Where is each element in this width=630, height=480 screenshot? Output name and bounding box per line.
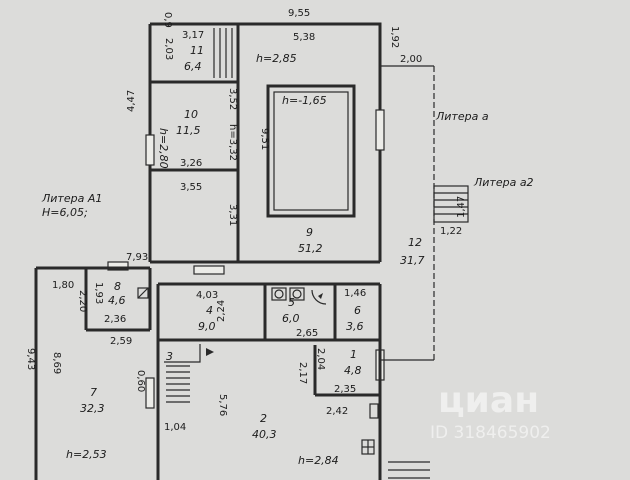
room-6-number: 6 [354, 304, 361, 317]
stairs-litera-a2 [433, 185, 469, 223]
dim-9-51: 9,51 [259, 128, 270, 150]
dim-2-65: 2,65 [296, 328, 318, 339]
litera-a1-height: H=6,05; [42, 206, 88, 219]
room-2-area: 40,3 [252, 428, 277, 441]
room-8-number: 8 [114, 280, 121, 293]
dim-0-9: 0,9 [162, 12, 173, 28]
litera-a-label: Литера а [435, 110, 489, 123]
dim-2-04: 2,04 [315, 348, 326, 370]
dim-h-3-32: h=3,32 [227, 124, 238, 161]
room-10-height: h=2,80 [157, 128, 170, 169]
room-7-number: 7 [90, 386, 97, 399]
dim-3-31: 3,31 [227, 204, 238, 226]
pool-outline [266, 84, 356, 218]
dim-3-17: 3,17 [182, 30, 204, 41]
room-8-area: 4,6 [108, 294, 126, 307]
room-1-number: 1 [350, 348, 357, 361]
dim-1-46: 1,46 [344, 288, 366, 299]
room-9-height: h=2,85 [256, 52, 297, 65]
dim-8-69: 8,69 [51, 352, 62, 374]
cian-watermark: циан ID 318465902 [430, 380, 551, 443]
room-7-height: h=2,53 [66, 448, 107, 461]
room-2-height: h=2,84 [298, 454, 339, 467]
dim-7-93: 7,93 [126, 252, 148, 263]
dim-2-59: 2,59 [110, 336, 132, 347]
dim-2-03: 2,03 [163, 38, 174, 60]
exterior-steps [388, 461, 430, 479]
watermark-brand: циан [438, 380, 539, 421]
room-9-number: 9 [306, 226, 313, 239]
dim-1-47: 1,47 [456, 196, 467, 218]
plumbing-fixtures [137, 287, 379, 455]
litera-a2-label: Литера а2 [473, 176, 534, 189]
room-3-number: 3 [166, 350, 173, 363]
dim-3-55: 3,55 [180, 182, 202, 193]
dim-2-24: 2,24 [216, 300, 227, 322]
stairs-room-11 [213, 28, 233, 78]
room-labels: 11 6,4 h=2,85 h=-1,65 10 11,5 h=2,80 9 5… [66, 44, 425, 467]
dim-5-76: 5,76 [217, 394, 228, 416]
dim-1-93: 1,93 [93, 282, 104, 304]
dim-2-35: 2,35 [334, 384, 356, 395]
dim-2-20: 2,20 [77, 290, 88, 312]
room-7-area: 32,3 [80, 402, 105, 415]
room-11-area: 6,4 [184, 60, 202, 73]
dim-2-17: 2,17 [297, 362, 308, 384]
dim-3-26: 3,26 [180, 158, 202, 169]
room-4-area: 9,0 [198, 320, 216, 333]
dim-4-47: 4,47 [126, 90, 137, 112]
room-1-area: 4,8 [344, 364, 362, 377]
lower-block-walls [34, 266, 382, 480]
room-9-pool-height: h=-1,65 [282, 94, 327, 107]
dim-1-92: 1,92 [389, 26, 400, 48]
dim-2-00: 2,00 [400, 54, 422, 65]
stairs-room-3 [164, 344, 214, 403]
dim-1-22: 1,22 [440, 226, 462, 237]
dim-9-43: 9,43 [25, 348, 36, 370]
dimension-labels: 0,9 9,55 5,38 1,92 2,00 3,17 2,03 4,47 3… [25, 8, 467, 433]
upper-block-walls [148, 22, 382, 264]
dim-1-04: 1,04 [164, 422, 186, 433]
watermark-id: ID 318465902 [430, 423, 551, 443]
room-11-number: 11 [190, 44, 204, 57]
dim-5-38: 5,38 [293, 32, 315, 43]
room-4-number: 4 [206, 304, 213, 317]
room-10-number: 10 [184, 108, 198, 121]
dim-9-55: 9,55 [288, 8, 310, 19]
room-5-number: 5 [288, 296, 295, 309]
room-10-area: 11,5 [176, 124, 201, 137]
litera-labels: Литера а Литера а2 Литера А1 H=6,05; [41, 110, 534, 219]
room-12-area: 31,7 [400, 254, 425, 267]
room-12-number: 12 [408, 236, 422, 249]
pool-inner-outline [273, 91, 349, 211]
dim-1-80: 1,80 [52, 280, 74, 291]
litera-a1-label: Литера А1 [41, 192, 102, 205]
dim-3-52: 3,52 [227, 88, 238, 110]
dim-4-03: 4,03 [196, 290, 218, 301]
room-6-area: 3,6 [346, 320, 364, 333]
room-5-area: 6,0 [282, 312, 300, 325]
dim-2-42: 2,42 [326, 406, 348, 417]
room-2-number: 2 [260, 412, 267, 425]
dim-0-60: 0,60 [135, 370, 146, 392]
room-9-area: 51,2 [298, 242, 323, 255]
dim-2-36: 2,36 [104, 314, 126, 325]
